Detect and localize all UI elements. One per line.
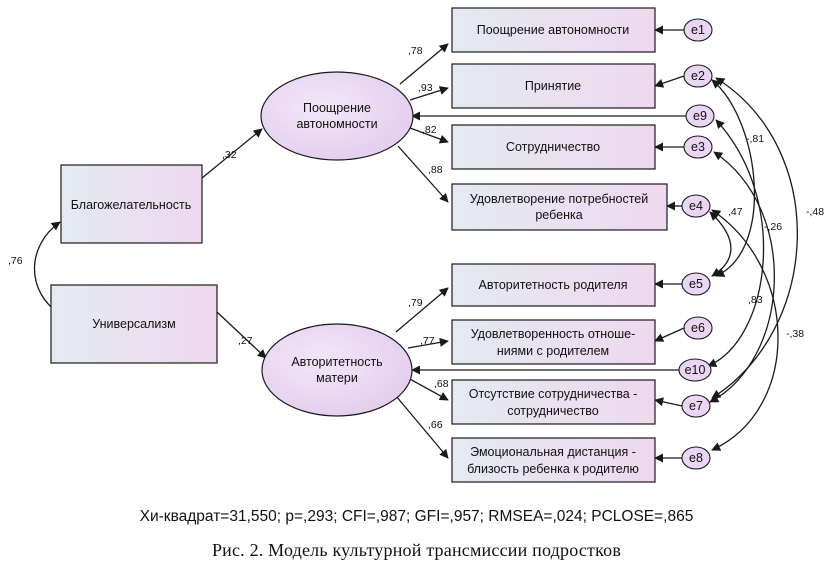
label-relationship-satisfaction-2: ниями с родителем xyxy=(497,344,609,358)
box-acceptance: Принятие xyxy=(451,63,656,109)
label-autonomy-2: автономности xyxy=(296,117,377,131)
box-needs-satisfaction: Удовлетворение потребностей ребенка xyxy=(451,183,668,231)
label-autonomy-encouragement: Поощрение автономности xyxy=(477,23,630,37)
box-emotional-distance: Эмоциональная дистанция - близость ребен… xyxy=(451,437,656,483)
svg-text:e5: e5 xyxy=(689,277,703,291)
coef-universalism-mother: ,27 xyxy=(238,335,253,347)
svg-text:e1: e1 xyxy=(691,23,705,37)
path-mother-nocoop xyxy=(407,377,449,401)
label-mother-authority-1: Авторитетность xyxy=(291,355,382,369)
box-benevolence: Благожелательность xyxy=(60,164,203,244)
label-autonomy-1: Поощрение xyxy=(303,101,371,115)
label-no-cooperation-2: сотрудничество xyxy=(507,404,599,418)
box-cooperation: Сотрудничество xyxy=(451,124,656,170)
coef-e2-e7: -,48 xyxy=(806,206,824,218)
box-autonomy-encouragement: Поощрение автономности xyxy=(451,7,656,53)
coef-acceptance: ,93 xyxy=(418,82,433,94)
coef-benevolence-universalism: ,76 xyxy=(8,255,23,267)
error-e1: e1 xyxy=(683,18,713,42)
error-e5: e5 xyxy=(681,272,711,296)
path-e6 xyxy=(654,327,685,342)
path-autonomy-cooperation xyxy=(409,127,449,144)
path-mother-parentauth xyxy=(395,287,449,333)
coef-e4-e5: ,47 xyxy=(728,206,743,218)
label-relationship-satisfaction-1: Удовлетворенность отноше- xyxy=(471,327,636,341)
path-benevolence-autonomy xyxy=(201,128,263,179)
label-emotional-distance-2: близость ребенка к родителю xyxy=(467,462,639,476)
coef-e4-e8: -,38 xyxy=(786,328,804,340)
cov-e2-e5 xyxy=(711,79,756,277)
latent-mother-authority: Авторитетность матери xyxy=(261,323,413,417)
error-e6: e6 xyxy=(683,316,713,340)
svg-text:e6: e6 xyxy=(691,321,705,335)
cov-e4-e8 xyxy=(711,209,779,451)
coef-cooperation: ,82 xyxy=(422,124,437,136)
cov-e3-e7 xyxy=(709,151,776,403)
latent-autonomy: Поощрение автономности xyxy=(260,71,414,161)
error-e8: e8 xyxy=(681,446,711,470)
label-no-cooperation-1: Отсутствие сотрудничества - xyxy=(469,387,638,401)
svg-text:e8: e8 xyxy=(689,451,703,465)
path-mother-emodist xyxy=(395,395,449,459)
error-e9: e9 xyxy=(685,104,715,128)
cov-e9-e10 xyxy=(707,119,765,368)
path-mother-relsat xyxy=(407,337,449,349)
path-autonomy-e1ind xyxy=(399,43,449,85)
coef-relationship-satisfaction: ,77 xyxy=(420,335,435,347)
error-e3: e3 xyxy=(683,135,713,159)
label-universalism: Универсализм xyxy=(92,317,175,331)
svg-text:e2: e2 xyxy=(691,69,705,83)
coef-autonomy-encouragement: ,78 xyxy=(408,45,423,57)
coef-e9-e10: -,26 xyxy=(764,221,782,233)
svg-text:e7: e7 xyxy=(689,399,703,413)
coef-emotional-distance: ,66 xyxy=(428,419,443,431)
cov-benevolence-universalism xyxy=(33,221,61,315)
coef-parent-authority: ,79 xyxy=(408,297,423,309)
path-e7 xyxy=(654,397,683,407)
label-cooperation: Сотрудничество xyxy=(506,140,600,154)
path-e2 xyxy=(654,75,685,88)
svg-text:e3: e3 xyxy=(691,140,705,154)
sem-diagram: Благожелательность Универсализм Поощрени… xyxy=(8,7,824,483)
path-autonomy-acceptance xyxy=(409,86,449,101)
coef-e3-e7: ,83 xyxy=(748,294,763,306)
coef-e2-e5: -,81 xyxy=(746,133,764,145)
label-acceptance: Принятие xyxy=(525,79,581,93)
error-e7: e7 xyxy=(681,394,711,418)
figure-caption: Рис. 2. Модель культурной трансмиссии по… xyxy=(211,540,622,560)
cov-e2-e7 xyxy=(711,77,798,399)
error-e4: e4 xyxy=(681,194,711,218)
path-universalism-mother xyxy=(216,311,267,359)
error-e2: e2 xyxy=(683,64,713,88)
box-parent-authority: Авторитетность родителя xyxy=(451,263,656,307)
coef-needs-satisfaction: ,88 xyxy=(428,164,443,176)
label-mother-authority-2: матери xyxy=(316,371,358,385)
fit-indices: Хи-квадрат=31,550; p=,293; CFI=,987; GFI… xyxy=(139,508,694,525)
path-autonomy-needs xyxy=(397,145,449,203)
label-parent-authority: Авторитетность родителя xyxy=(479,278,628,292)
svg-text:e9: e9 xyxy=(693,109,707,123)
svg-text:e4: e4 xyxy=(689,199,703,213)
label-emotional-distance-1: Эмоциональная дистанция - xyxy=(470,445,636,459)
svg-text:e10: e10 xyxy=(685,363,706,377)
box-relationship-satisfaction: Удовлетворенность отноше- ниями с родите… xyxy=(451,319,656,365)
box-universalism: Универсализм xyxy=(50,284,218,364)
coef-benevolence-autonomy: ,32 xyxy=(222,149,237,161)
label-needs-satisfaction-2: ребенка xyxy=(535,208,582,222)
box-no-cooperation: Отсутствие сотрудничества - сотрудничест… xyxy=(451,379,656,425)
label-needs-satisfaction-1: Удовлетворение потребностей xyxy=(470,192,649,206)
coef-no-cooperation: ,68 xyxy=(434,378,449,390)
error-e10: e10 xyxy=(678,358,712,382)
label-benevolence: Благожелательность xyxy=(71,198,192,212)
